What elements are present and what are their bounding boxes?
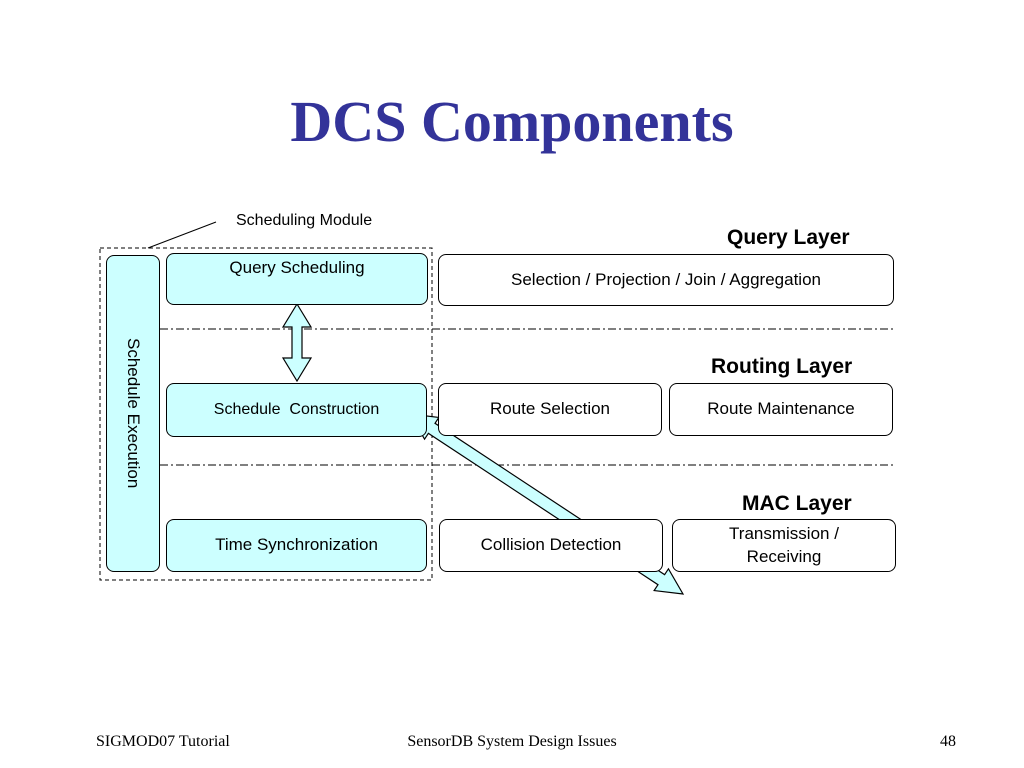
transmission-receiving-label: Transmission / Receiving <box>729 524 839 566</box>
route-maintenance-label: Route Maintenance <box>707 399 855 419</box>
scheduling-module-border <box>99 247 433 581</box>
query-scheduling-box: Query Scheduling <box>166 253 428 305</box>
time-synchronization-label: Time Synchronization <box>215 535 378 555</box>
schedule-execution-label: Schedule Execution <box>124 338 144 489</box>
schedule-execution-box: Schedule Execution <box>106 255 160 572</box>
mac-layer-label: MAC Layer <box>742 492 852 515</box>
routing-layer-label: Routing Layer <box>711 355 853 378</box>
route-selection-box: Route Selection <box>438 383 662 436</box>
transmission-receiving-box: Transmission / Receiving <box>672 519 896 572</box>
collision-detection-label: Collision Detection <box>480 535 622 555</box>
selection-projection-label: Selection / Projection / Join / Aggregat… <box>511 269 821 289</box>
schedule-construction-label: Schedule Construction <box>213 400 380 418</box>
vertical-double-arrow <box>281 302 313 383</box>
scheduling-module-label: Scheduling Module <box>236 212 373 229</box>
footer-left: SIGMOD07 Tutorial <box>96 733 230 750</box>
slide-title: DCS Components <box>290 89 734 154</box>
time-synchronization-box: Time Synchronization <box>166 519 427 572</box>
route-selection-label: Route Selection <box>489 399 611 418</box>
route-maintenance-box: Route Maintenance <box>669 383 893 436</box>
footer-center: SensorDB System Design Issues <box>407 733 617 750</box>
query-scheduling-label: Query Scheduling <box>229 258 365 277</box>
collision-detection-box: Collision Detection <box>439 519 663 572</box>
selection-projection-box: Selection / Projection / Join / Aggregat… <box>438 254 894 306</box>
schedule-construction-box: Schedule Construction <box>166 383 427 437</box>
query-layer-label: Query Layer <box>727 226 850 249</box>
scheduling-module-leader <box>147 221 217 249</box>
page-number: 48 <box>940 733 956 750</box>
